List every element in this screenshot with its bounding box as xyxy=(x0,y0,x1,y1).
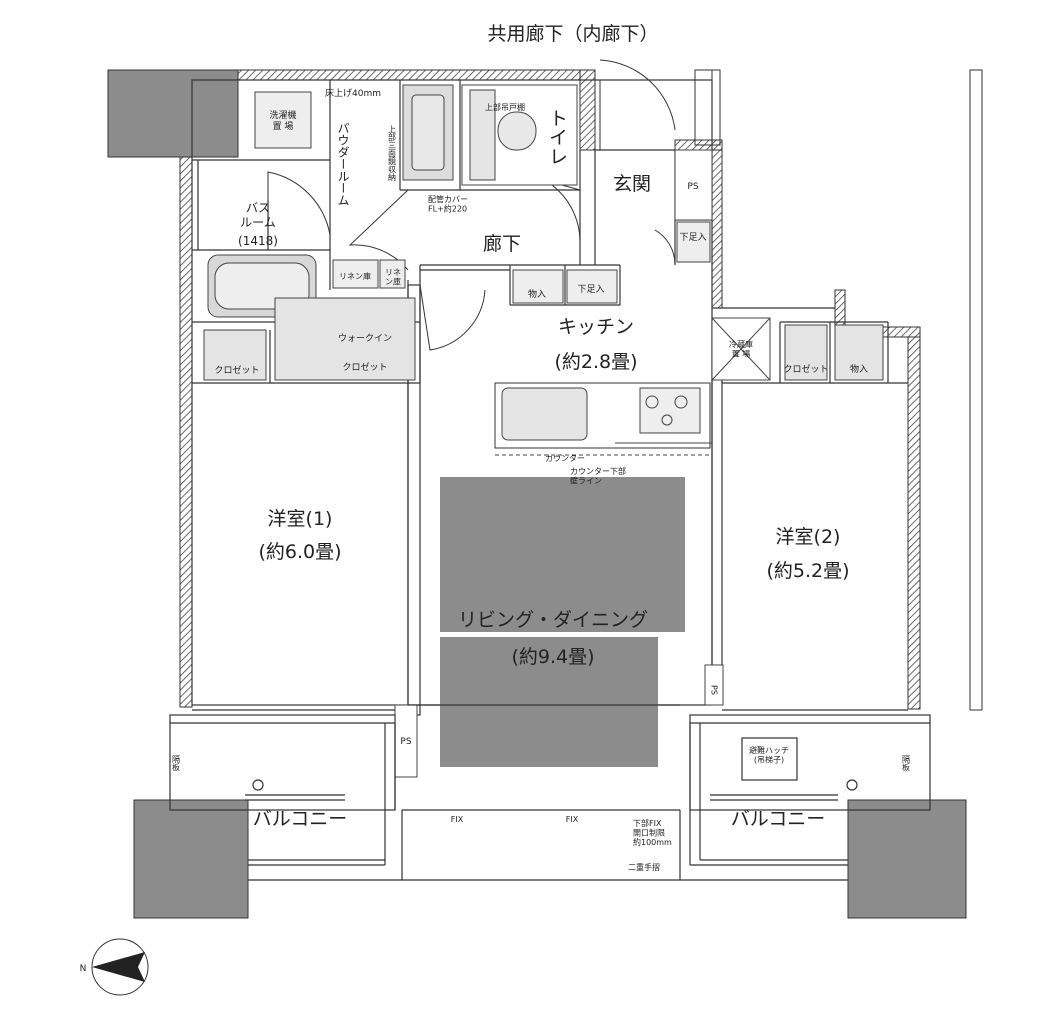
ps1-label: PS xyxy=(687,182,698,192)
structural-columns xyxy=(107,69,983,919)
living-area-zones xyxy=(440,477,685,767)
bathroom-size: (1418) xyxy=(238,234,278,248)
upper-storage-label: 上部三面鏡収納 xyxy=(388,125,397,182)
shoe2-label: 下足入 xyxy=(679,232,706,243)
closet2-label: クロゼット xyxy=(783,363,828,375)
western1-label: 洋室(1) xyxy=(268,508,333,530)
fix1-label: FIX xyxy=(451,815,464,824)
kitchen-area: (約2.8畳) xyxy=(554,351,637,373)
balconies xyxy=(169,704,931,881)
partition-left-label: 隔板 xyxy=(172,755,181,772)
ps2-label: PS xyxy=(400,737,411,747)
fridge-label: 冷蔵庫置 場 xyxy=(729,339,753,359)
double-rail-label: 二重手摺 xyxy=(628,862,660,872)
bathroom-label: バスルーム xyxy=(240,201,276,229)
walkin-closet-label-1: ウォークイン xyxy=(338,333,392,344)
corridor-label: 共用廊下（内廊下） xyxy=(487,23,658,45)
living-label: リビング・ダイニング xyxy=(458,609,648,631)
western2-area: (約5.2畳) xyxy=(766,560,849,582)
counter-label: カウンター xyxy=(545,454,585,463)
living-area: (約9.4畳) xyxy=(511,646,594,668)
walkin-closet-label-2: クロゼット xyxy=(342,361,387,373)
upper-shelf-label: 上部吊戸棚 xyxy=(485,102,525,112)
compass-icon xyxy=(91,938,149,996)
linen1-label: リネン庫 xyxy=(339,271,371,281)
powder-room-label: パウダールーム xyxy=(336,122,350,206)
laundry-label: 洗濯機置 場 xyxy=(269,109,296,132)
floor-raise-label: 床上げ40mm xyxy=(325,87,381,99)
storage1-label: 物入 xyxy=(528,288,546,300)
ps3-label: PS xyxy=(710,685,719,695)
counter-line-label: カウンター下部壁ライン xyxy=(570,466,626,486)
western2-label: 洋室(2) xyxy=(776,526,841,548)
hallway-label: 廊下 xyxy=(483,233,521,255)
fix2-label: FIX xyxy=(566,815,579,824)
toilet-label: トイレ xyxy=(546,109,568,166)
balcony-right-label: バルコニー xyxy=(731,808,826,830)
kitchen-label: キッチン xyxy=(558,316,634,338)
shoe1-label: 下足入 xyxy=(577,284,604,295)
balcony-left-label: バルコニー xyxy=(253,808,348,830)
western1-area: (約6.0畳) xyxy=(258,541,341,563)
storage2-label: 物入 xyxy=(850,363,868,375)
fixtures xyxy=(203,84,884,778)
partition-right-label: 隔板 xyxy=(902,755,911,772)
entrance-label: 玄関 xyxy=(613,173,651,195)
north-label: N xyxy=(80,964,87,974)
evac-hatch-label: 避難ハッチ(吊梯子) xyxy=(749,745,789,765)
closet1-label: クロゼット xyxy=(214,364,259,376)
linen2-label: リネン庫 xyxy=(385,268,401,287)
